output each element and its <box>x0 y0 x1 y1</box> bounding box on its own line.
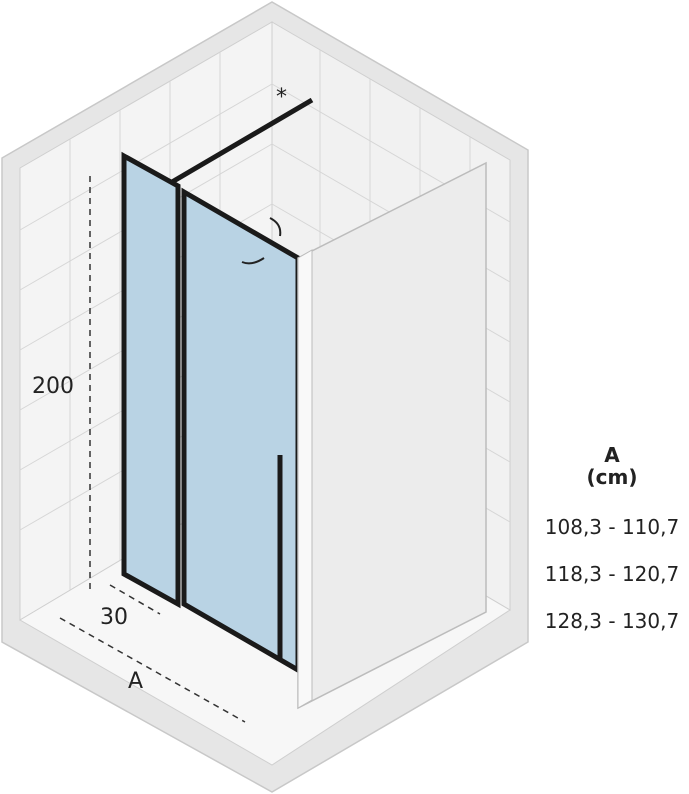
height-label: 200 <box>32 374 74 399</box>
stabilizer-bar <box>170 97 314 185</box>
fixed-panel-width-label: 30 <box>100 605 128 630</box>
fixed-glass-panel <box>121 151 181 609</box>
table-row: 128,3 - 130,7 <box>545 609 679 633</box>
table-header: A <box>604 443 620 467</box>
table-row: 118,3 - 120,7 <box>545 562 679 586</box>
table-unit: (cm) <box>587 465 638 489</box>
table-row: 108,3 - 110,7 <box>545 515 679 539</box>
width-label: A <box>128 669 143 694</box>
star-marker: * <box>276 85 287 110</box>
side-wall-edge <box>297 249 313 709</box>
dimension-lines <box>59 176 246 723</box>
rotation-arrow-icon <box>241 217 282 265</box>
side-wall-panel <box>297 161 487 710</box>
